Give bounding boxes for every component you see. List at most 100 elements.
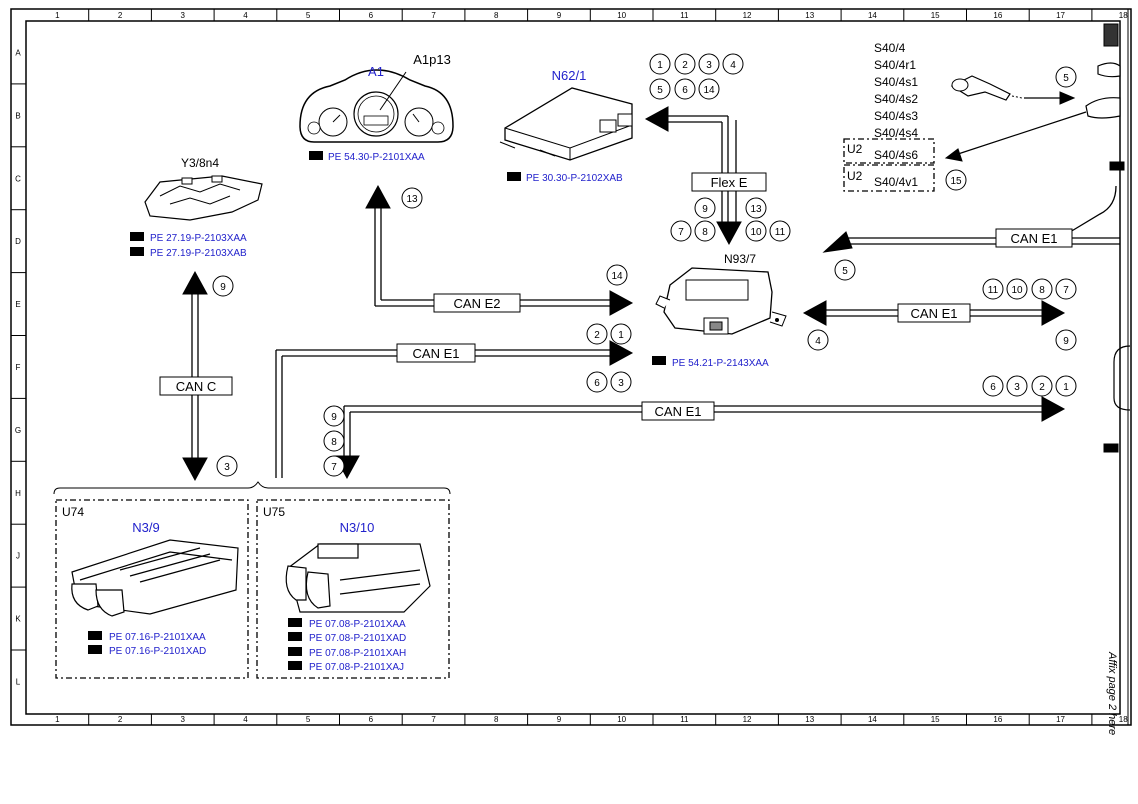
connector-number: 6	[594, 378, 600, 389]
connector-number: 1	[657, 60, 663, 71]
n310-pe-ref-4[interactable]: PE 07.08-P-2101XAJ	[288, 661, 404, 673]
grid-row-label: A	[15, 48, 21, 57]
grid-col-label-top: 13	[805, 11, 814, 20]
connector-circle: 15	[945, 169, 967, 191]
connector-circle: 2	[586, 323, 608, 345]
connector-number: 8	[1039, 285, 1045, 296]
u2-boxes: U2 S40/4s6 U2 S40/4v1	[843, 138, 935, 192]
connector-circle: 3	[698, 53, 720, 75]
pointer-hand-icon	[130, 247, 144, 256]
grid-row-label: D	[15, 237, 21, 246]
can-e1-c-label: CAN E1	[911, 306, 958, 321]
grid-col-label-top: 2	[118, 11, 123, 20]
connector-number: 3	[224, 462, 230, 473]
connector-circle: 5	[834, 259, 856, 281]
n62-pe-ref[interactable]: PE 30.30-P-2102XAB	[507, 172, 623, 184]
bus-can-e1-d[interactable]: CAN E1	[995, 228, 1073, 248]
connector-circle: 9	[212, 275, 234, 297]
connector-circle: 9	[694, 197, 716, 219]
grid-col-label-bottom: 13	[805, 715, 814, 724]
n310-pe-text-1: PE 07.08-P-2101XAA	[309, 619, 406, 630]
connector-circle: 5	[649, 78, 671, 100]
n39-pe-ref-2[interactable]: PE 07.16-P-2101XAD	[88, 645, 206, 657]
connector-number: 2	[682, 60, 688, 71]
n310-pe-ref-2[interactable]: PE 07.08-P-2101XAD	[288, 632, 406, 644]
grid-row-label: F	[16, 363, 21, 372]
grid-col-label-top: 11	[680, 11, 689, 20]
connector-circle: 10	[745, 220, 767, 242]
bus-can-c[interactable]: CAN C	[159, 376, 233, 396]
n310-pe-text-3: PE 07.08-P-2101XAH	[309, 648, 406, 659]
connector-circle: 7	[1055, 278, 1077, 300]
can-e2-label: CAN E2	[454, 296, 501, 311]
ecu-n3-10	[285, 543, 431, 613]
bus-can-e2[interactable]: CAN E2	[433, 293, 521, 313]
connector-number: 3	[1014, 382, 1020, 393]
pointer-hand-icon	[130, 232, 144, 241]
connector-number: 6	[990, 382, 996, 393]
connector-circle: 5	[1055, 66, 1077, 88]
s40-4s6-label: S40/4s6	[874, 148, 918, 162]
grid-col-label-bottom: 1	[55, 715, 60, 724]
engine-ecu-groups	[53, 481, 451, 679]
grid-col-label-top: 10	[617, 11, 626, 20]
grid-row-label: B	[15, 111, 20, 120]
grid-col-label-bottom: 17	[1056, 715, 1065, 724]
connector-number: 9	[220, 282, 226, 293]
grid-row-label: K	[15, 615, 21, 624]
grid-col-label-top: 6	[369, 11, 374, 20]
grid-col-label-top: 12	[743, 11, 752, 20]
connector-circle: 8	[694, 220, 716, 242]
connector-circle: 1	[1055, 375, 1077, 397]
n93-pe-text: PE 54.21-P-2143XAA	[672, 358, 769, 369]
connector-circle: 8	[323, 430, 345, 452]
connector-number: 10	[1011, 285, 1023, 296]
grid-col-label-bottom: 16	[993, 715, 1002, 724]
grid-col-label-top: 14	[868, 11, 877, 20]
u74-label: U74	[62, 505, 84, 519]
can-e1-a-label: CAN E1	[413, 346, 460, 361]
n310-pe-text-2: PE 07.08-P-2101XAD	[309, 633, 406, 644]
bus-flex-e[interactable]: Flex E	[691, 172, 767, 192]
grid-col-label-top: 5	[306, 11, 311, 20]
connector-number: 5	[657, 85, 663, 96]
grid-col-label-top: 7	[431, 11, 436, 20]
grid-col-label-bottom: 18	[1119, 715, 1128, 724]
s40-label-1: S40/4r1	[874, 58, 916, 72]
connector-number: 4	[815, 336, 821, 347]
connector-number: 10	[750, 227, 762, 238]
bus-can-e1-a[interactable]: CAN E1	[396, 343, 476, 363]
grid-col-label-top: 8	[494, 11, 499, 20]
grid-col-label-bottom: 9	[557, 715, 562, 724]
y3-pe-ref-1[interactable]: PE 27.19-P-2103XAA	[130, 232, 247, 244]
connector-circle: 10	[1006, 278, 1028, 300]
n39-pe-ref-1[interactable]: PE 07.16-P-2101XAA	[88, 631, 206, 643]
connector-number: 14	[703, 85, 715, 96]
steering-switch-illustration	[950, 23, 1121, 119]
s40-label-5: S40/4s4	[874, 126, 918, 140]
n310-pe-text-4: PE 07.08-P-2101XAJ	[309, 662, 404, 673]
bus-can-e1-b[interactable]: CAN E1	[641, 401, 715, 421]
bus-can-e1-c[interactable]: CAN E1	[897, 303, 971, 323]
y3-pe-ref-2[interactable]: PE 27.19-P-2103XAB	[130, 247, 247, 259]
n310-pe-ref-1[interactable]: PE 07.08-P-2101XAA	[288, 618, 406, 630]
flex-e-label: Flex E	[711, 175, 748, 190]
frame	[10, 8, 1132, 726]
connector-number: 13	[406, 194, 418, 205]
pointer-hand-icon	[288, 632, 302, 641]
a1-pe-ref[interactable]: PE 54.30-P-2101XAA	[309, 151, 425, 163]
pointer-hand-icon	[309, 151, 323, 160]
right-edge-partial	[1103, 161, 1131, 453]
grid-col-label-top: 15	[931, 11, 940, 20]
n39-pe-text-2: PE 07.16-P-2101XAD	[109, 646, 206, 657]
connector-circle: 13	[745, 197, 767, 219]
n39-ref: N3/9	[132, 520, 159, 535]
n310-ref: N3/10	[340, 520, 375, 535]
valve-body-y3-8n4	[144, 175, 263, 221]
n93-pe-ref[interactable]: PE 54.21-P-2143XAA	[652, 356, 769, 369]
connector-circle: 2	[1031, 375, 1053, 397]
n310-pe-ref-3[interactable]: PE 07.08-P-2101XAH	[288, 647, 406, 659]
a1-sub-ref: A1p13	[413, 52, 451, 67]
